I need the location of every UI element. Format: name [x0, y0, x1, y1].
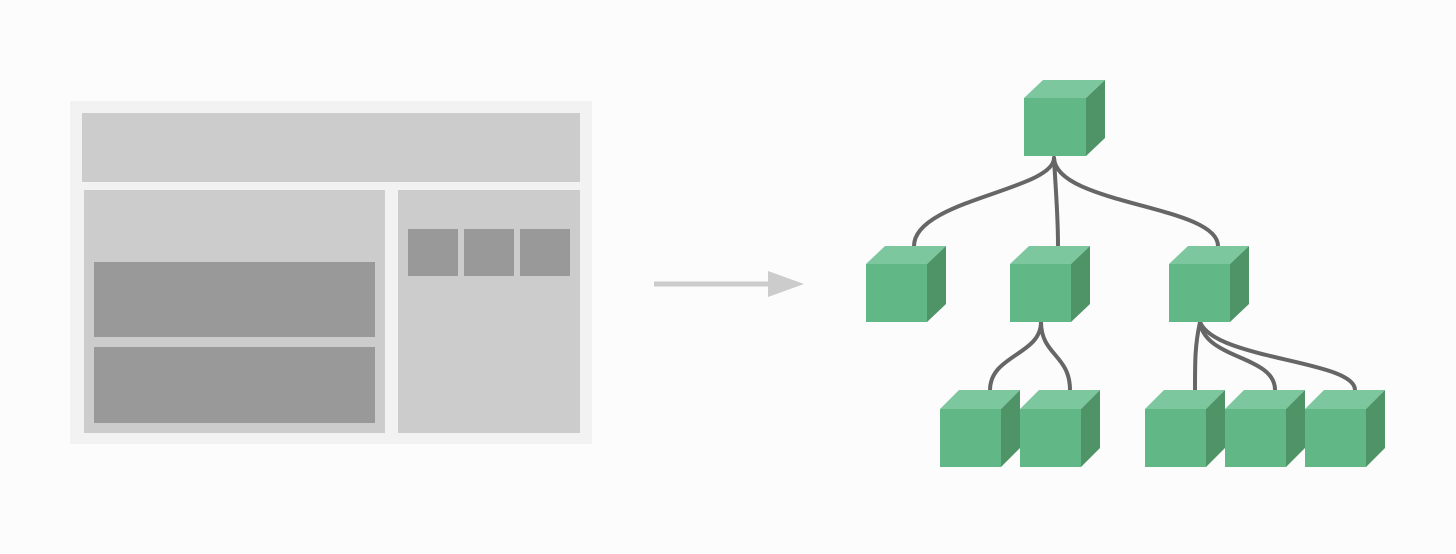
- arrow-right-icon: [654, 271, 804, 297]
- tree-nodes: [866, 80, 1385, 467]
- cube-icon: [1020, 390, 1100, 467]
- connector-child-2-grandchild-1: [988, 320, 1043, 392]
- cube-icon: [940, 390, 1020, 467]
- cube-icon: [1010, 246, 1090, 322]
- connector-root-child-2: [1052, 156, 1060, 248]
- connector-child-3-grandchild-1: [1193, 320, 1202, 392]
- wireframe-main-block-2: [94, 347, 375, 423]
- cube-icon: [866, 246, 946, 322]
- cube-icon: [1145, 390, 1225, 467]
- cube-icon: [1225, 390, 1305, 467]
- wireframe-sidebar: [398, 190, 580, 433]
- connector-root-child-3: [1052, 156, 1220, 248]
- cube-icon: [1305, 390, 1385, 467]
- connector-root-child-1: [912, 156, 1056, 248]
- connector-child-3-grandchild-3: [1198, 320, 1357, 392]
- wireframe-sidebar-tile-1: [408, 229, 458, 276]
- cube-icon: [1169, 246, 1249, 322]
- wireframe-header: [82, 113, 580, 182]
- connector-child-2-grandchild-2: [1039, 320, 1072, 392]
- connector-child-3-grandchild-2: [1198, 320, 1277, 392]
- wireframe-main-block-1: [94, 262, 375, 337]
- component-tree: [866, 80, 1385, 467]
- tree-connectors: [912, 156, 1357, 392]
- page-wireframe: [70, 101, 592, 444]
- wireframe-sidebar-tile-2: [464, 229, 514, 276]
- cube-icon: [1024, 80, 1105, 156]
- wireframe-sidebar-tile-3: [520, 229, 570, 276]
